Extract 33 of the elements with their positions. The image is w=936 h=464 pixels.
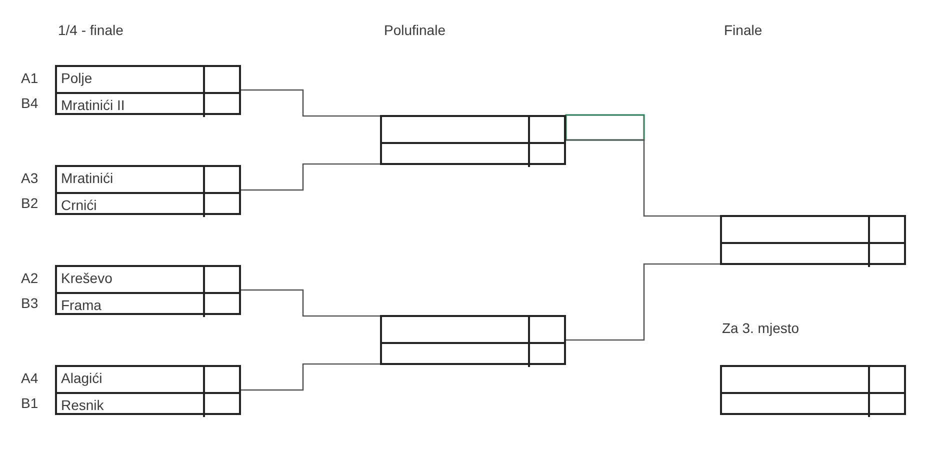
seed-label: B1	[21, 394, 38, 412]
team-name: Kreševo	[60, 269, 114, 288]
match-bracket	[380, 115, 566, 165]
match-bracket	[55, 165, 241, 215]
bracket-connector	[241, 89, 380, 117]
seed-label: A3	[21, 169, 38, 187]
team-name: Alagići	[60, 369, 104, 388]
match-bracket	[55, 65, 241, 115]
bracket-connector	[566, 139, 720, 217]
seed-label: B2	[21, 194, 38, 212]
seed-label: B3	[21, 294, 38, 312]
team-name: Mratinići	[60, 169, 114, 188]
column-heading: Polufinale	[384, 21, 446, 39]
seed-label: A4	[21, 369, 38, 387]
match-bracket	[55, 265, 241, 315]
bracket-connector	[241, 363, 380, 391]
team-name: Mratinići II	[60, 96, 126, 115]
seed-label: B4	[21, 94, 38, 112]
seed-label: A1	[21, 69, 38, 87]
bracket-connector	[241, 163, 380, 191]
match-bracket	[720, 215, 906, 265]
team-name: Crnići	[60, 196, 98, 215]
team-name: Polje	[60, 69, 94, 88]
section-heading: Za 3. mjesto	[722, 319, 800, 337]
bracket-connector	[241, 289, 380, 317]
match-bracket	[380, 315, 566, 365]
seed-label: A2	[21, 269, 38, 287]
team-name: Resnik	[60, 396, 105, 415]
team-name: Frama	[60, 296, 102, 315]
match-bracket	[55, 365, 241, 415]
column-heading: 1/4 - finale	[58, 21, 124, 39]
bracket-connector	[566, 263, 720, 341]
column-heading: Finale	[724, 21, 762, 39]
